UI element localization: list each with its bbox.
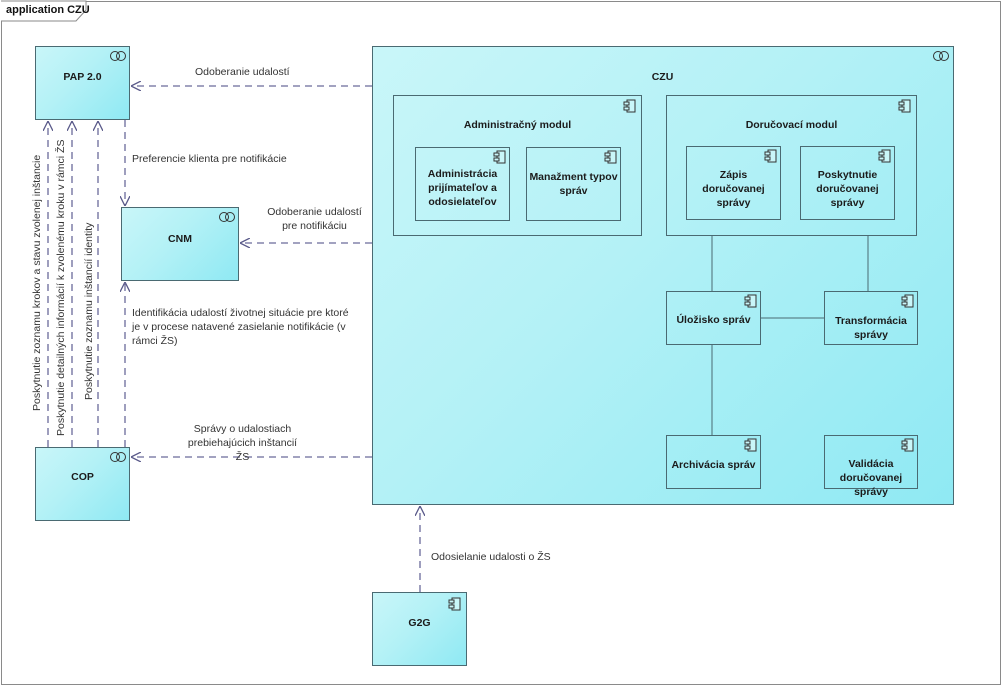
admin-prijimatelov-label: Administrácia prijímateľov a odosielateľ… bbox=[427, 168, 498, 208]
admin-module-component-icon bbox=[623, 99, 636, 113]
dorucovaci-module-label: Doručovací modul bbox=[745, 119, 838, 131]
archivacia-component-icon bbox=[744, 438, 757, 452]
cnm-service-icon bbox=[219, 212, 235, 222]
edge-label-identifikacia: Identifikácia udalostí životnej situácie… bbox=[132, 307, 349, 347]
manazment-component-icon bbox=[604, 150, 617, 164]
poskytnutie-component-icon bbox=[878, 149, 891, 163]
pap-service-icon bbox=[110, 51, 126, 61]
g2g-component-icon bbox=[448, 597, 461, 611]
dorucovaci-module-box[interactable] bbox=[666, 95, 917, 236]
transformacia-component-icon bbox=[901, 294, 914, 308]
transformacia-label: Transformácia správy bbox=[835, 315, 907, 341]
ulozisko-component-icon bbox=[744, 294, 757, 308]
validacia-box[interactable] bbox=[824, 435, 918, 489]
edge-label-odosielanie: Odosielanie udalosti o ŽS bbox=[431, 551, 551, 563]
pap-label: PAP 2.0 bbox=[63, 71, 102, 83]
czu-service-icon bbox=[933, 51, 949, 61]
manazment-label: Manažment typov správ bbox=[529, 171, 618, 197]
edge-label-odoberanie-pap: Odoberanie udalostí bbox=[195, 66, 290, 78]
dorucovaci-module-component-icon bbox=[898, 99, 911, 113]
cop-service-icon bbox=[110, 452, 126, 462]
edge-label-odoberanie-cnm: Odoberanie udalostí pre notifikáciu bbox=[267, 206, 362, 232]
edge-label-preferencie: Preferencie klienta pre notifikácie bbox=[132, 153, 287, 165]
admin-prijimatelov-component-icon bbox=[493, 150, 506, 164]
validacia-label: Validácia doručovanej správy bbox=[839, 458, 903, 498]
ulozisko-label: Úložisko správ bbox=[676, 314, 751, 326]
czu-label: CZU bbox=[651, 71, 674, 83]
pap-node[interactable] bbox=[35, 46, 130, 120]
poskytnutie-label: Poskytnutie doručovanej správy bbox=[816, 169, 879, 209]
zapis-box[interactable] bbox=[686, 146, 781, 220]
cop-label: COP bbox=[71, 471, 94, 483]
cnm-label: CNM bbox=[168, 233, 192, 245]
g2g-node[interactable] bbox=[372, 592, 467, 666]
archivacia-box[interactable] bbox=[666, 435, 761, 489]
admin-module-label: Administračný modul bbox=[463, 119, 572, 131]
g2g-label: G2G bbox=[408, 617, 431, 629]
zapis-component-icon bbox=[764, 149, 777, 163]
edge-label-cop-pap-3: Poskytnutie zoznamu inštancií identity bbox=[83, 222, 95, 400]
ulozisko-box[interactable] bbox=[666, 291, 761, 345]
czu-node[interactable] bbox=[372, 46, 954, 505]
poskytnutie-box[interactable] bbox=[800, 146, 895, 220]
edge-label-cop-pap-1: Poskytnutie zoznamu krokov a stavu zvole… bbox=[31, 154, 43, 411]
cop-node[interactable] bbox=[35, 447, 130, 521]
admin-prijimatelov-box[interactable] bbox=[415, 147, 510, 221]
manazment-box[interactable] bbox=[526, 147, 621, 221]
cnm-node[interactable] bbox=[121, 207, 239, 281]
validacia-component-icon bbox=[901, 438, 914, 452]
diagram-title: application CZU bbox=[6, 4, 90, 16]
edge-label-spravy-cop: Správy o udalostiach prebiehajúcich inšt… bbox=[187, 423, 298, 463]
archivacia-label: Archivácia správ bbox=[671, 459, 756, 471]
zapis-label: Zápis doručovanej správy bbox=[702, 169, 765, 209]
transformacia-box[interactable] bbox=[824, 291, 918, 345]
edge-label-cop-pap-2: Poskytnutie detailných informácií k zvol… bbox=[55, 139, 67, 436]
admin-module-box[interactable] bbox=[393, 95, 642, 236]
